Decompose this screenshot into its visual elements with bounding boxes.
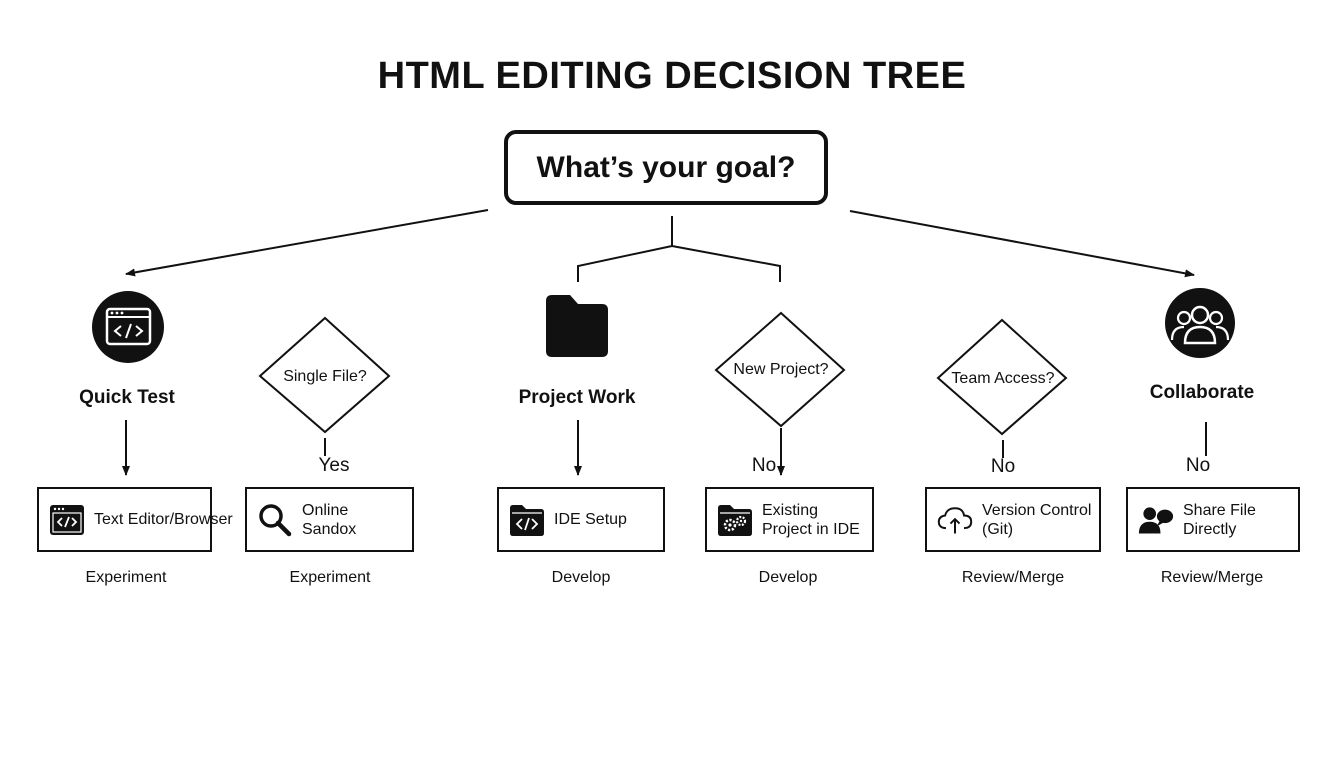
decision-diamond-new-project	[714, 311, 846, 428]
bracket-to-project-work	[577, 216, 781, 282]
answer-team-access: No	[990, 456, 1016, 477]
goal-question-box: What’s your goal?	[504, 130, 828, 205]
arrow-to-collaborate	[849, 210, 1195, 278]
option-label-line2: Directly	[1183, 520, 1237, 538]
code-window-icon	[92, 291, 164, 363]
category-quick-test: Quick Test	[79, 387, 175, 408]
cloud-upload-icon	[937, 502, 973, 538]
option-label: Version Control	[982, 501, 1092, 519]
option-label: Text Editor/Browser	[94, 511, 233, 528]
stage-label: Review/Merge	[1160, 569, 1264, 586]
option-label: Online	[302, 501, 349, 519]
option-text-editor: Text Editor/Browser	[37, 487, 233, 552]
answer-collaborate: No	[1185, 455, 1211, 476]
option-label: Existing	[762, 501, 819, 519]
decision-single-file-label: Single File?	[283, 368, 367, 385]
gear-folder-icon	[717, 502, 753, 538]
option-label-line2: (Git)	[982, 520, 1014, 538]
arrow-to-quick-test	[125, 209, 489, 277]
option-version-control: Version Control(Git)	[925, 487, 1101, 552]
decision-team-access-label: Team Access?	[951, 370, 1055, 387]
decision-new-project-label: New Project?	[733, 361, 829, 378]
answer-new-project: No	[751, 455, 777, 476]
code-window-icon	[49, 502, 85, 538]
page-title: HTML EDITING DECISION TREE	[377, 55, 967, 97]
option-label: Share File	[1183, 501, 1256, 519]
decision-diamond-single-file	[258, 316, 391, 434]
goal-question-text: What’s your goal?	[536, 150, 796, 184]
folder-icon	[546, 295, 608, 357]
answer-single-file: Yes	[318, 455, 350, 476]
option-ide-setup: IDE Setup	[497, 487, 665, 552]
category-project-work: Project Work	[518, 387, 636, 408]
option-label-line2: Project in IDE	[762, 520, 860, 538]
option-label-line2: Sandox	[302, 520, 357, 538]
team-icon	[1165, 288, 1235, 358]
stage-label: Develop	[551, 569, 611, 586]
option-label: IDE Setup	[554, 511, 627, 528]
decision-diamond-team-access	[936, 318, 1068, 436]
category-collaborate: Collaborate	[1149, 382, 1255, 403]
stage-label: Experiment	[289, 569, 371, 586]
stage-label: Review/Merge	[961, 569, 1065, 586]
search-icon	[257, 502, 293, 538]
stage-label: Experiment	[85, 569, 167, 586]
code-folder-icon	[509, 502, 545, 538]
stage-label: Develop	[758, 569, 818, 586]
chat-users-icon	[1138, 502, 1174, 538]
